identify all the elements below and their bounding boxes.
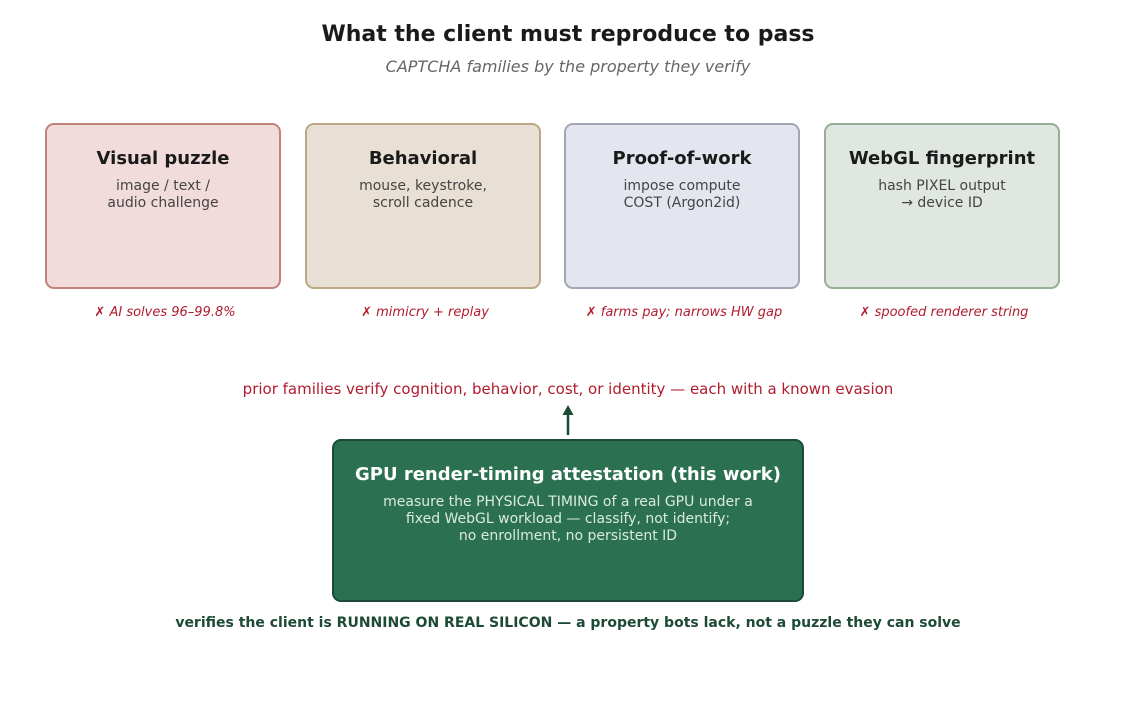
card-description: mouse, keystroke, scroll cadence: [359, 178, 487, 211]
evasion-note-visual-puzzle: ✗ AI solves 96–99.8%: [25, 305, 305, 320]
cross-mark-icon: ✗: [859, 305, 871, 320]
this-work-box: GPU render-timing attestation (this work…: [332, 439, 804, 602]
card-webgl-fingerprint: WebGL fingerprint hash PIXEL output → de…: [824, 123, 1060, 289]
cross-mark-icon: ✗: [94, 305, 106, 320]
card-visual-puzzle: Visual puzzle image / text / audio chall…: [45, 123, 281, 289]
this-work-title: GPU render-timing attestation (this work…: [355, 464, 781, 485]
card-title: Proof-of-work: [612, 148, 752, 169]
evasion-text: farms pay; narrows HW gap: [600, 305, 783, 320]
card-title: WebGL fingerprint: [848, 148, 1036, 169]
evasion-note-webgl-fingerprint: ✗ spoofed renderer string: [804, 305, 1084, 320]
prior-families-note: prior families verify cognition, behavio…: [242, 380, 894, 398]
evasion-note-behavioral: ✗ mimicry + replay: [285, 305, 565, 320]
diagram-title: What the client must reproduce to pass: [321, 22, 815, 47]
up-arrow-icon: [562, 405, 574, 435]
card-description: impose compute COST (Argon2id): [623, 178, 741, 211]
evasion-note-proof-of-work: ✗ farms pay; narrows HW gap: [544, 305, 824, 320]
evasion-text: mimicry + replay: [376, 305, 489, 320]
this-work-description: measure the PHYSICAL TIMING of a real GP…: [383, 494, 753, 544]
card-behavioral: Behavioral mouse, keystroke, scroll cade…: [305, 123, 541, 289]
cross-mark-icon: ✗: [585, 305, 597, 320]
card-proof-of-work: Proof-of-work impose compute COST (Argon…: [564, 123, 800, 289]
card-title: Visual puzzle: [96, 148, 230, 169]
card-description: image / text / audio challenge: [107, 178, 219, 211]
card-title: Behavioral: [368, 148, 478, 169]
cross-mark-icon: ✗: [361, 305, 372, 320]
evasion-text: spoofed renderer string: [874, 305, 1029, 320]
conclusion-text: verifies the client is RUNNING ON REAL S…: [175, 615, 961, 631]
evasion-text: AI solves 96–99.8%: [109, 305, 236, 320]
diagram-subtitle: CAPTCHA families by the property they ve…: [385, 57, 751, 76]
card-description: hash PIXEL output → device ID: [878, 178, 1006, 211]
